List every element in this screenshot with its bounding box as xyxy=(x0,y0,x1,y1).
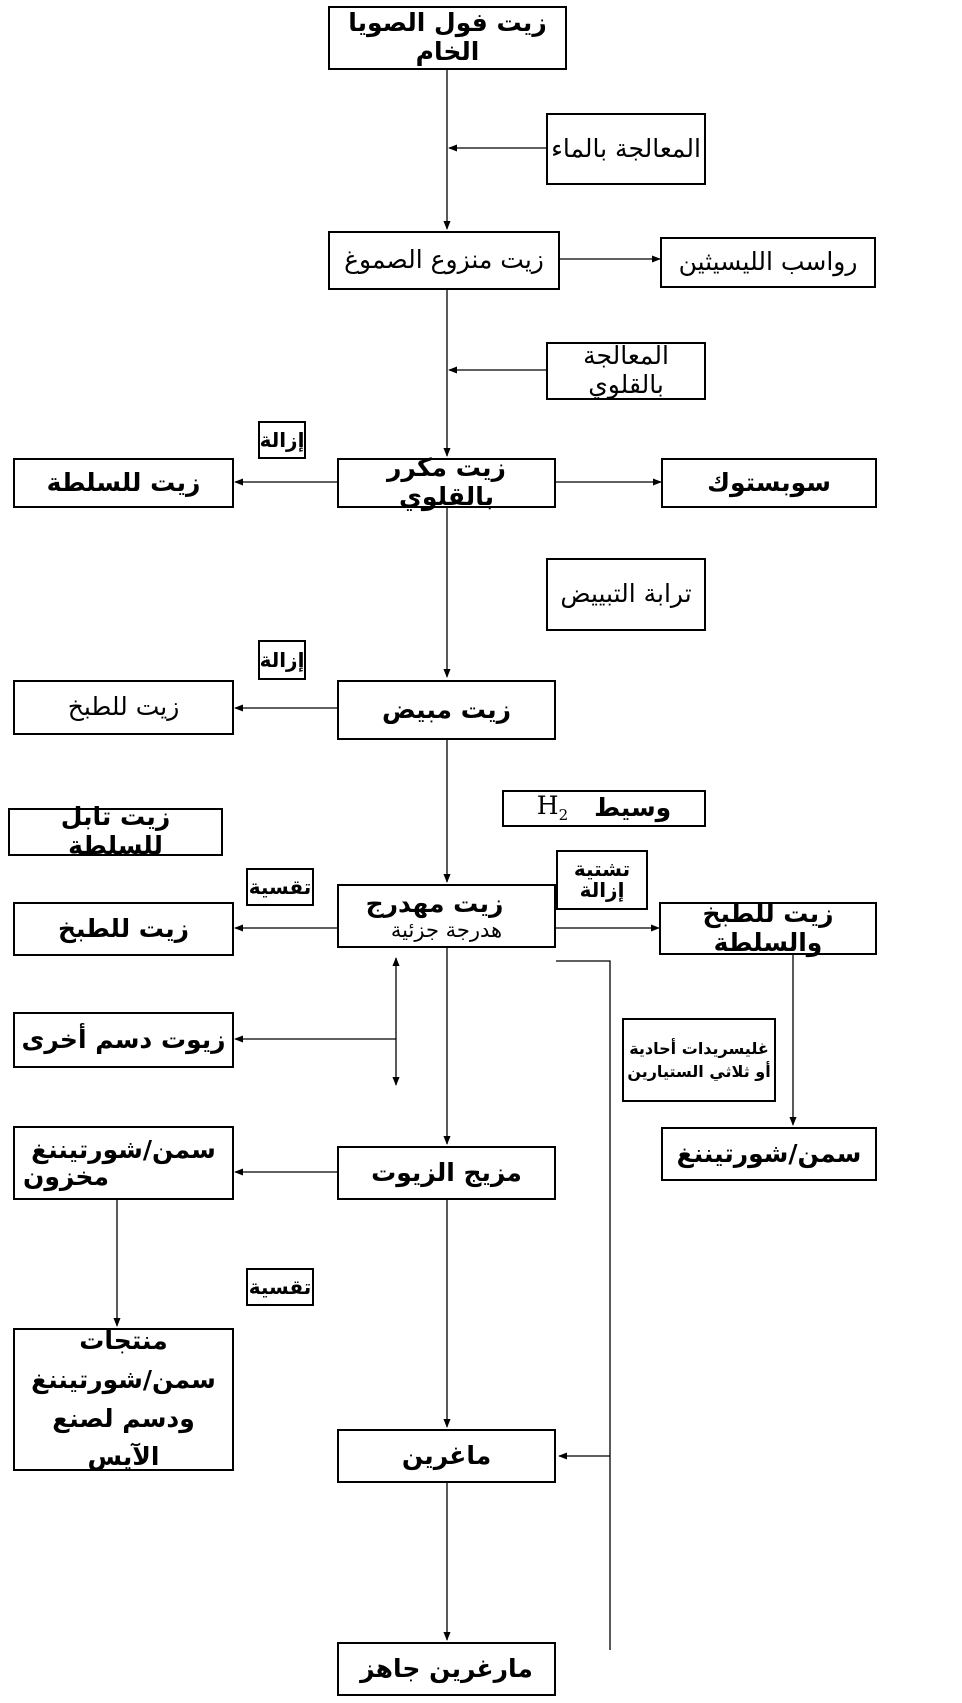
node-products: منتجات سمن/شورتيننغ ودسم لصنع الآيس xyxy=(13,1326,234,1471)
products-line1: منتجات xyxy=(79,1326,168,1355)
glycerides-line1: غليسريدات أحادية xyxy=(629,1038,769,1058)
tag-removal-3: إزالة xyxy=(579,878,625,902)
node-hydrogenated-oil: زيت مهدرج هدرجة جزئية xyxy=(337,884,556,948)
catalyst-label: وسيط xyxy=(594,793,672,823)
node-lecithin-sediment: رواسب الليسيثين xyxy=(660,237,876,288)
h2-symbol: H xyxy=(536,791,559,821)
node-cooking-oil-2: زيت للطبخ xyxy=(13,902,234,956)
tag-tempering-1: تقسية xyxy=(246,868,314,906)
tag-winterization: تشتية xyxy=(573,857,631,881)
tag-winterization-removal: تشتية إزالة xyxy=(556,850,648,910)
node-cooking-oil-1: زيت للطبخ xyxy=(13,680,234,735)
node-water-treatment: المعالجة بالماء xyxy=(546,113,706,185)
node-cooking-salad-oil: زيت للطبخ والسلطة xyxy=(659,899,877,956)
node-soapstock: سوبستوك xyxy=(661,458,877,508)
node-salad-oil: زيت للسلطة xyxy=(13,458,234,508)
node-glycerides: غليسريدات أحادية أو ثلاثي الستيارين xyxy=(622,1018,776,1102)
stored-shortening-line2: مخزون xyxy=(23,1162,109,1191)
partial-hydrogenation-label: هدرجة جزئية xyxy=(390,918,503,943)
node-stored-shortening: سمن/شورتيننغ مخزون xyxy=(13,1126,234,1200)
node-oil-blend: مزيج الزيوت xyxy=(337,1146,556,1200)
tag-removal-1: إزالة xyxy=(258,421,306,459)
tag-tempering-2: تقسية xyxy=(246,1268,314,1306)
node-catalyst-h2: وسيط H2 xyxy=(502,790,706,827)
hydrogenated-oil-label: زيت مهدرج xyxy=(365,888,504,918)
feed-line-to-margarine xyxy=(556,960,611,1650)
node-shortening: سمن/شورتيننغ xyxy=(661,1127,877,1181)
h2-subscript: 2 xyxy=(558,806,569,825)
node-degummed-oil: زيت منزوع الصموغ xyxy=(328,231,560,290)
node-bleached-oil: زيت مبيض xyxy=(337,680,556,740)
products-line2: سمن/شورتيننغ xyxy=(31,1364,216,1394)
products-line3: ودسم لصنع الآيس xyxy=(52,1403,195,1472)
node-other-fats: زيوت دسم أخرى xyxy=(13,1012,234,1068)
node-alkali-refined-oil: زيت مكرر بالقلوي xyxy=(337,453,556,511)
node-bleaching-earth: ترابة التبييض xyxy=(546,558,706,631)
node-crude-soy-oil: زيت فول الصويا الخام xyxy=(328,6,567,70)
tag-removal-2: إزالة xyxy=(258,640,306,680)
node-seasoned-salad-oil: زيت تابل للسلطة xyxy=(8,802,223,860)
glycerides-line2: أو ثلاثي الستيارين xyxy=(627,1062,771,1081)
stored-shortening-line1: سمن/شورتيننغ xyxy=(31,1134,216,1164)
node-margarine: ماغرين xyxy=(337,1429,556,1483)
h2-label: H2 xyxy=(536,791,569,825)
node-alkali-treatment: المعالجة بالقلوي xyxy=(546,341,706,400)
node-ready-margarine: مارغرين جاهز xyxy=(337,1642,556,1696)
